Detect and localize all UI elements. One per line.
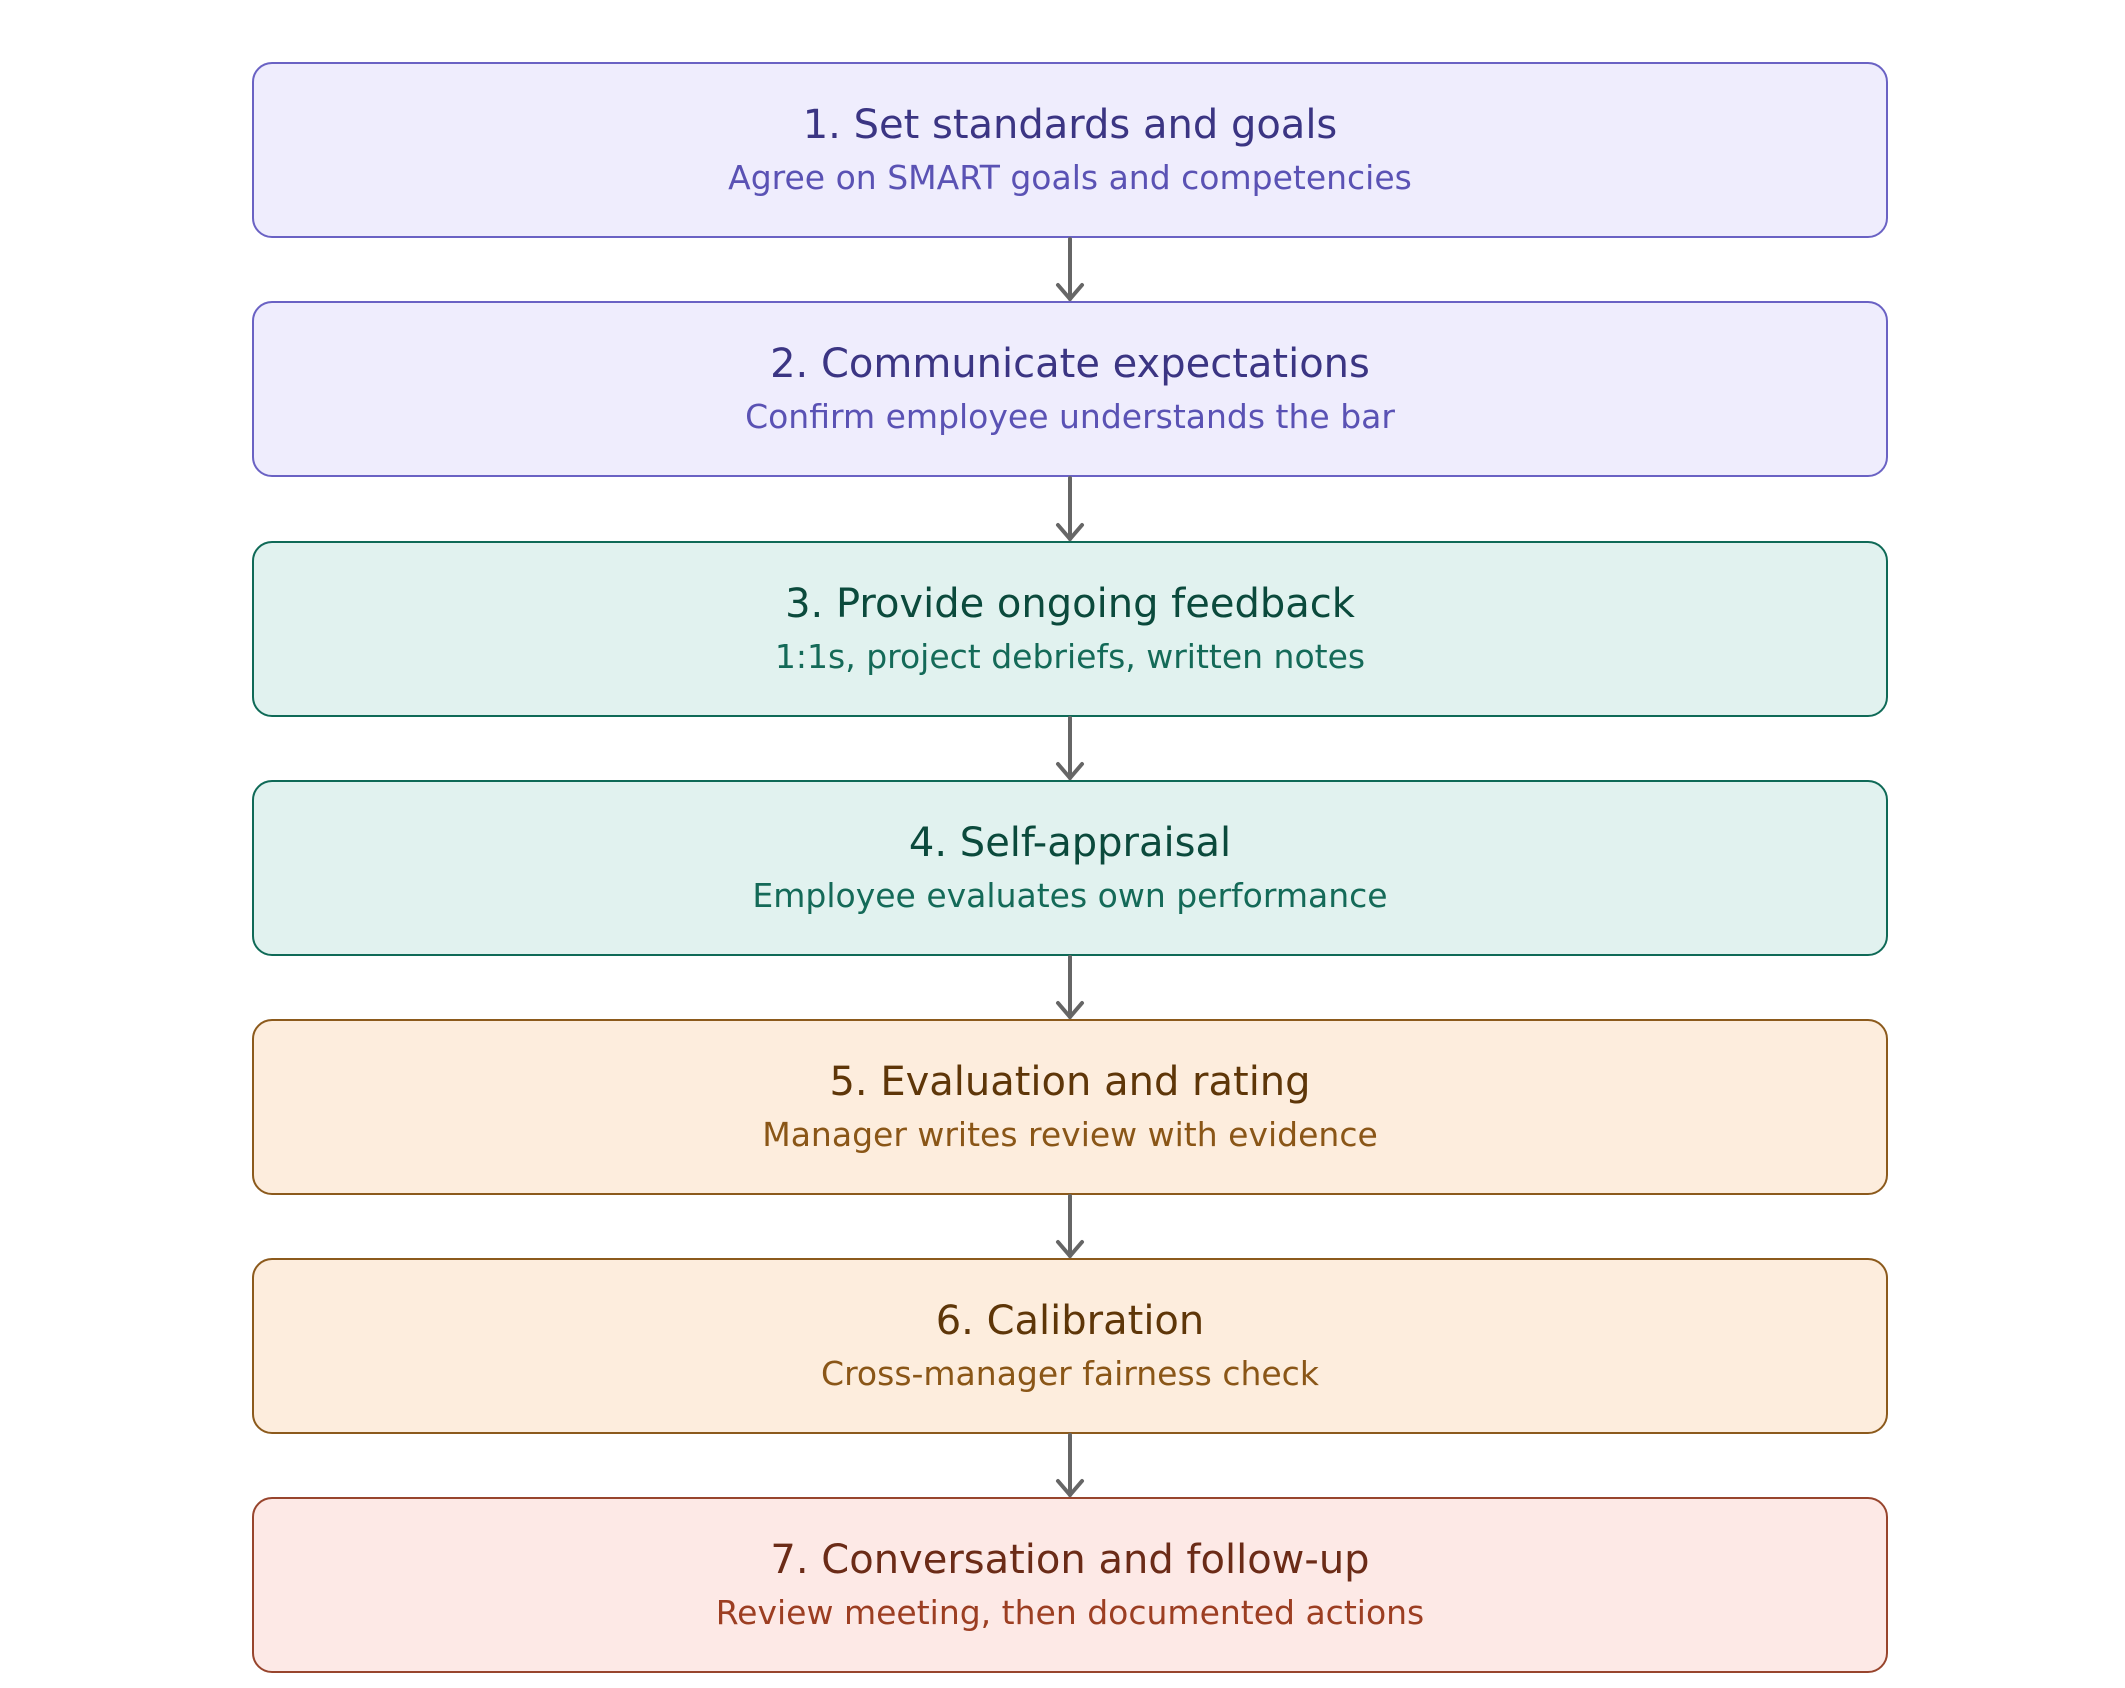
- arrow-6-to-7: [1056, 1433, 1084, 1497]
- step-1-box: 1. Set standards and goals Agree on SMAR…: [252, 62, 1888, 238]
- step-4-title: 4. Self-appraisal: [908, 820, 1232, 866]
- step-4-box: 4. Self-appraisal Employee evaluates own…: [252, 780, 1888, 956]
- step-6-description: Cross-manager fairness check: [821, 1354, 1319, 1393]
- step-2-title: 2. Communicate expectations: [770, 341, 1370, 387]
- step-7-box: 7. Conversation and follow-up Review mee…: [252, 1497, 1888, 1673]
- step-6-title: 6. Calibration: [935, 1298, 1205, 1344]
- step-1-description: Agree on SMART goals and competencies: [728, 158, 1412, 197]
- step-2-description: Confirm employee understands the bar: [745, 397, 1395, 436]
- step-4-description: Employee evaluates own performance: [752, 876, 1388, 915]
- step-6-box: 6. Calibration Cross-manager fairness ch…: [252, 1258, 1888, 1434]
- step-3-title: 3. Provide ongoing feedback: [785, 581, 1355, 627]
- step-5-title: 5. Evaluation and rating: [829, 1059, 1311, 1105]
- step-3-box: 3. Provide ongoing feedback 1:1s, projec…: [252, 541, 1888, 717]
- step-5-box: 5. Evaluation and rating Manager writes …: [252, 1019, 1888, 1195]
- step-2-box: 2. Communicate expectations Confirm empl…: [252, 301, 1888, 477]
- step-7-description: Review meeting, then documented actions: [715, 1593, 1425, 1632]
- step-3-description: 1:1s, project debriefs, written notes: [774, 637, 1366, 676]
- step-5-description: Manager writes review with evidence: [762, 1115, 1378, 1154]
- arrow-4-to-5: [1056, 955, 1084, 1019]
- step-1-title: 1. Set standards and goals: [802, 102, 1338, 148]
- arrow-2-to-3: [1056, 476, 1084, 541]
- step-7-title: 7. Conversation and follow-up: [770, 1537, 1370, 1583]
- arrow-3-to-4: [1056, 716, 1084, 780]
- arrow-1-to-2: [1056, 237, 1084, 301]
- arrow-5-to-6: [1056, 1194, 1084, 1258]
